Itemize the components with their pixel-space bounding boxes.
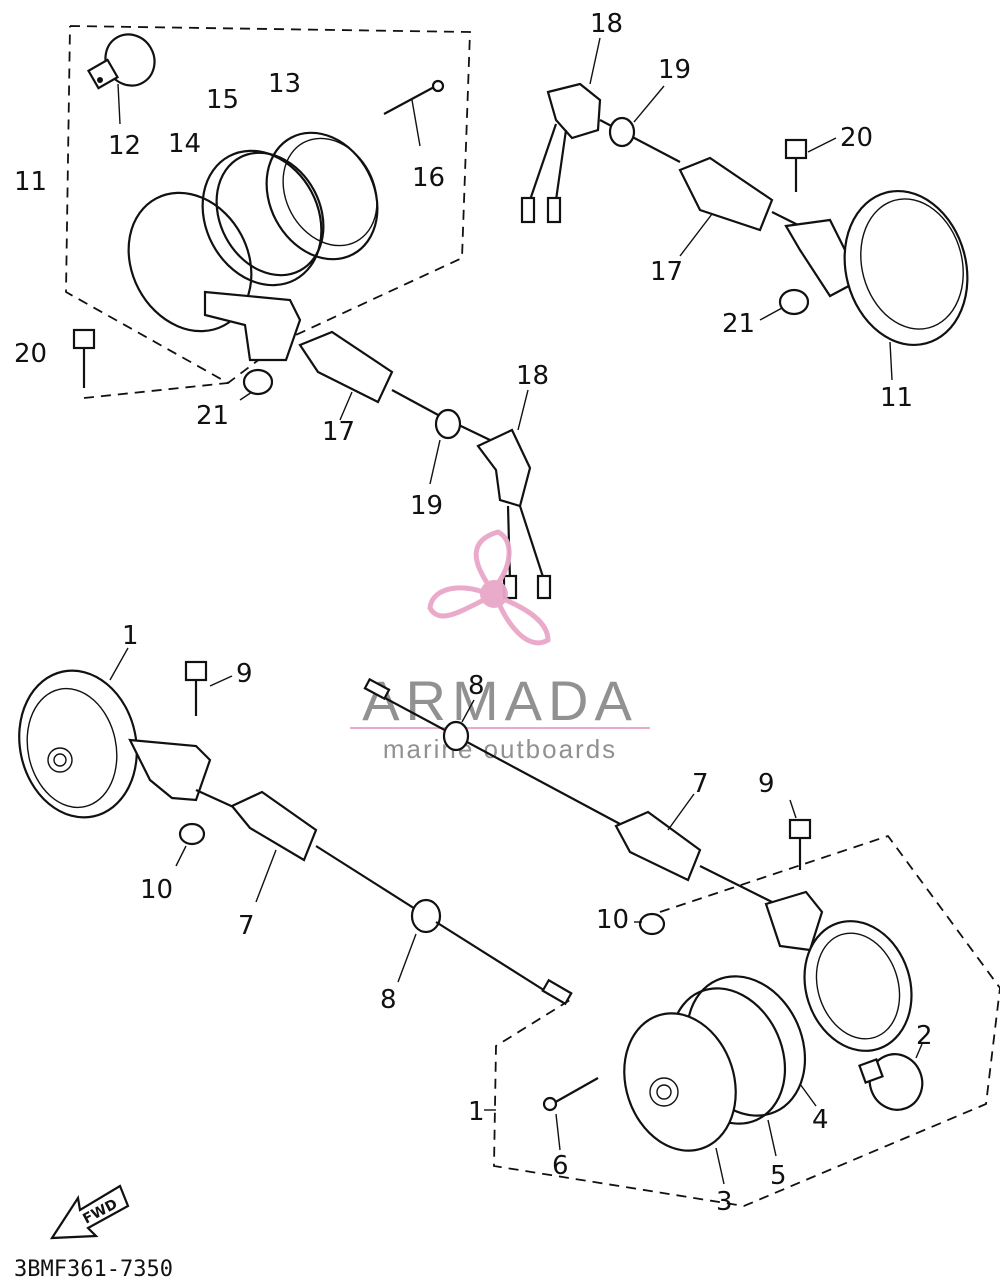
callout-11-top-right: 11 — [880, 383, 913, 413]
nut-part-10-left — [178, 822, 206, 846]
callout-13: 13 — [268, 69, 301, 99]
callout-20-top: 20 — [840, 123, 873, 153]
callout-6: 6 — [552, 1151, 569, 1181]
diagram-code: 3BMF361-7350 — [14, 1257, 173, 1282]
lens-part-3 — [623, 1012, 737, 1152]
callout-17-right: 17 — [650, 257, 683, 287]
propeller-logo — [427, 529, 551, 646]
bulb-part-2 — [858, 1053, 924, 1111]
callout-3: 3 — [716, 1187, 733, 1217]
callout-19-mid: 19 — [410, 491, 443, 521]
bolt-part-9-left — [184, 660, 208, 716]
mount-bracket-right-lower — [764, 890, 824, 952]
top-left-assembly — [65, 25, 552, 600]
boot-part-18-mid — [476, 428, 532, 508]
callout-14: 14 — [168, 129, 201, 159]
socket-part-17-right — [678, 156, 774, 232]
mount-bracket-right — [784, 218, 862, 298]
callout-10-right: 10 — [596, 905, 629, 935]
callout-21-left: 21 — [196, 401, 229, 431]
top-right-assembly — [520, 37, 969, 381]
bolt-part-9-right — [788, 818, 812, 870]
bottom-right-dashed-boundary — [493, 834, 1000, 1207]
nut-part-10-right — [638, 912, 666, 936]
boot-part-18-top — [546, 82, 602, 140]
rim-ring-15 — [201, 149, 323, 287]
callout-1-bottom-right: 1 — [468, 1097, 485, 1127]
socket-part-7-left — [230, 790, 318, 862]
bolt-part-20-top — [784, 138, 808, 192]
nut-part-21-right — [778, 288, 810, 316]
nut-part-21-left — [242, 368, 274, 396]
callout-11-top-left: 11 — [14, 167, 47, 197]
lamp-housing-11-right — [843, 189, 969, 347]
callout-labels: 12 13 14 15 16 11 20 21 17 19 18 18 19 2… — [14, 9, 933, 1217]
callout-20-left: 20 — [14, 339, 47, 369]
callout-15: 15 — [206, 85, 239, 115]
callout-18-top: 18 — [590, 9, 623, 39]
callout-9-right: 9 — [758, 769, 775, 799]
callout-1-bottom-left: 1 — [122, 621, 139, 651]
callout-8-top: 8 — [468, 671, 485, 701]
mount-bracket — [203, 290, 302, 362]
lamp-housing-1-left — [18, 669, 138, 819]
callout-12: 12 — [108, 131, 141, 161]
callout-4: 4 — [812, 1105, 829, 1135]
mount-bracket-left — [128, 738, 212, 802]
callout-7-right: 7 — [692, 769, 709, 799]
armada-watermark: ARMADA marine outboards — [350, 529, 650, 764]
callout-18-mid: 18 — [516, 361, 549, 391]
grommet-part-8-bottom — [410, 898, 442, 934]
callout-19-top: 19 — [658, 55, 691, 85]
bolt-part-20-left — [72, 328, 96, 388]
callout-10-left: 10 — [140, 875, 173, 905]
bottom-right-assembly — [363, 677, 1000, 1207]
callout-16: 16 — [412, 163, 445, 193]
grommet-part-19-mid — [434, 408, 462, 440]
grommet-part-19-top — [608, 116, 636, 148]
callout-9-left: 9 — [236, 659, 253, 689]
screw-part-6 — [551, 1077, 599, 1105]
callout-17-left: 17 — [322, 417, 355, 447]
callout-8-bottom: 8 — [380, 985, 397, 1015]
watermark-brand: ARMADA — [362, 669, 638, 732]
callout-2: 2 — [916, 1021, 933, 1051]
lamp-base-housing — [803, 920, 913, 1052]
grommet-part-8-top — [442, 720, 470, 752]
fwd-arrow: FWD — [49, 1184, 130, 1240]
bottom-left-assembly — [18, 647, 573, 1006]
callout-21-right: 21 — [722, 309, 755, 339]
callout-5: 5 — [770, 1161, 787, 1191]
body-part-13 — [265, 131, 379, 261]
callout-7-left: 7 — [238, 911, 255, 941]
bulb-part-12 — [86, 33, 156, 90]
screw-part-16 — [383, 85, 437, 115]
socket-part-7-right — [614, 810, 702, 882]
